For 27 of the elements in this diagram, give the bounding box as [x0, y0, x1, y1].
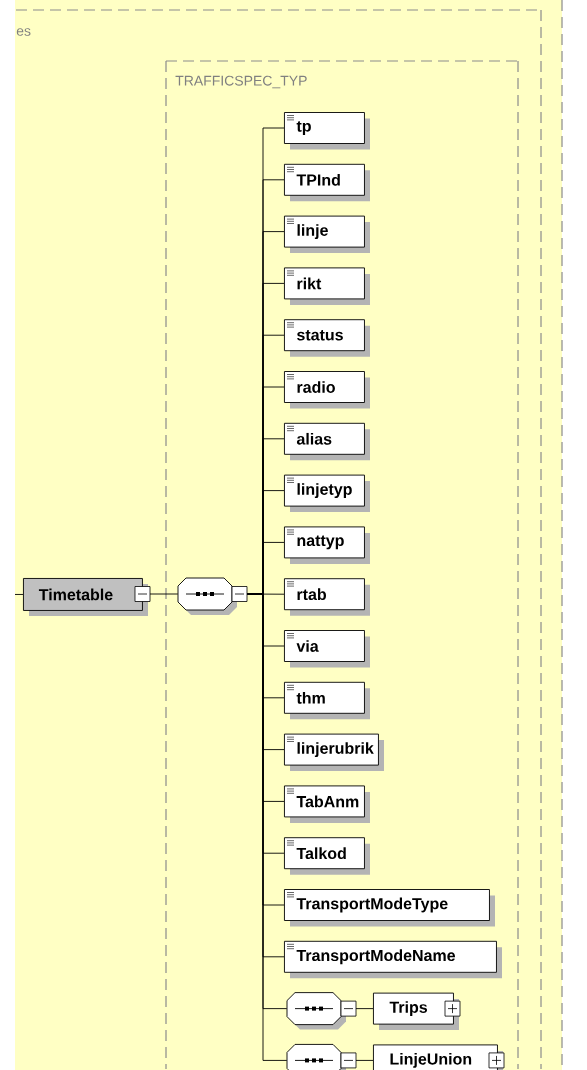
connector-line	[355, 1008, 374, 1010]
element-box: thm	[284, 681, 370, 720]
element-box: TransportModeName	[284, 940, 502, 979]
element-box: radio	[284, 371, 370, 409]
element-box: linje	[284, 215, 370, 254]
element-box: alias	[284, 422, 370, 461]
element-box: TPInd	[284, 163, 370, 202]
sequence-compositor	[286, 992, 357, 1030]
element-box: TransportModeType	[284, 889, 495, 927]
element-box: TabAnm	[284, 785, 370, 823]
complex-element-box: LinjeUnion	[373, 1044, 505, 1070]
sequence-compositor	[177, 577, 248, 615]
element-box: Talkod	[284, 837, 370, 875]
element-box: linjetyp	[284, 474, 370, 513]
connector-line	[14, 594, 24, 595]
element-box: nattyp	[284, 526, 370, 564]
element-box: status	[284, 319, 370, 357]
sequence-compositor	[286, 1043, 357, 1070]
element-box: via	[284, 630, 370, 668]
complex-element-box: Trips	[373, 992, 461, 1031]
element-box: tp	[284, 112, 370, 150]
element-box: rikt	[284, 267, 370, 305]
element-box: rtab	[284, 578, 370, 616]
connector-line	[149, 593, 179, 595]
connector-line	[355, 1059, 374, 1061]
element-box: Timetable	[23, 578, 151, 616]
element-box: linjerubrik	[284, 733, 384, 772]
